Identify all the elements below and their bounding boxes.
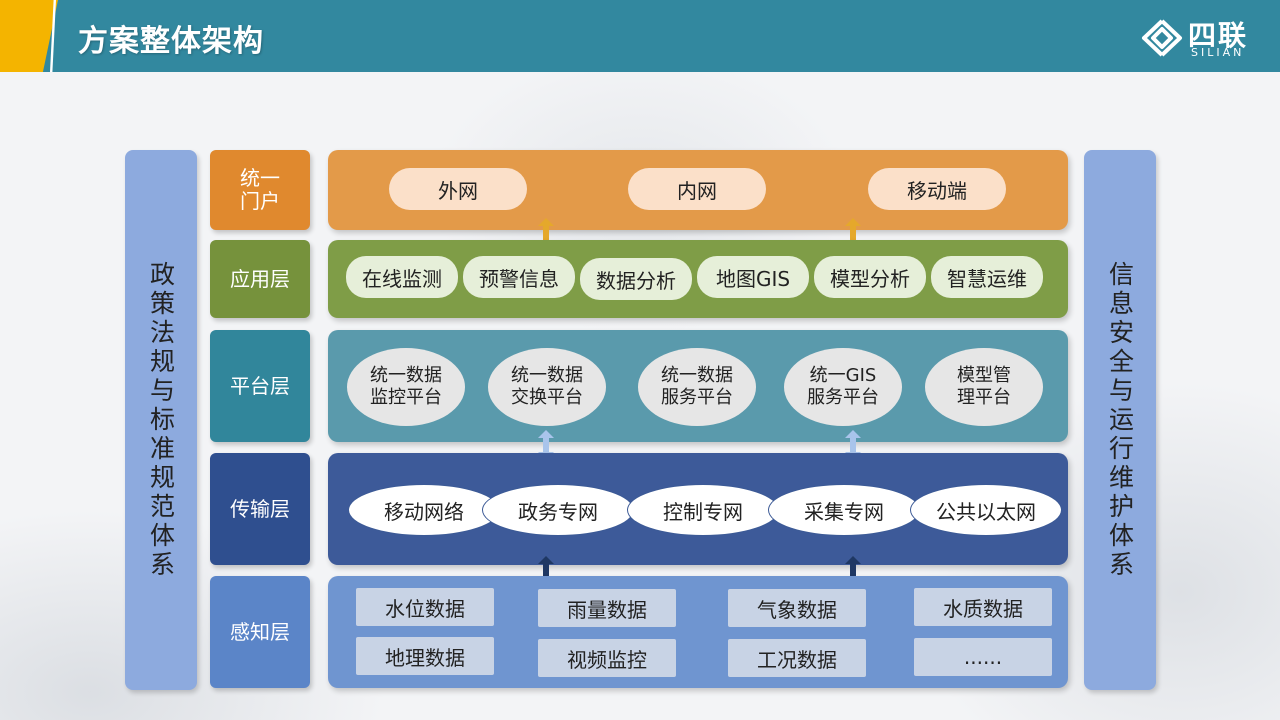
security-ops-bar: 信息安全与运行维护体系: [1084, 150, 1156, 690]
header-bar: 方案整体架构 四联 SILIAN: [0, 0, 1280, 72]
sensing-item-water-quality: 水质数据: [914, 588, 1052, 626]
layer-label-platform: 平台层: [210, 330, 310, 442]
policy-standards-label: 政策法规与标准规范体系: [146, 260, 176, 580]
header-accent-line: [50, 0, 56, 72]
transport-item-control-network: 控制专网: [627, 484, 779, 536]
arrow-platform-transport-left: [538, 430, 554, 460]
arrow-platform-transport-right: [845, 430, 861, 460]
layer-panel-sensing: 水位数据 雨量数据 气象数据 水质数据 地理数据 视频监控 工况数据 .....…: [328, 576, 1068, 688]
sensing-item-weather: 气象数据: [728, 589, 866, 627]
transport-item-ethernet: 公共以太网: [910, 484, 1062, 536]
app-item-smart-ops: 智慧运维: [931, 256, 1043, 298]
layer-panel-portal: 外网 内网 移动端: [328, 150, 1068, 230]
sensing-item-rainfall: 雨量数据: [538, 589, 676, 627]
platform-item-exchange: 统一数据 交换平台: [488, 348, 606, 426]
policy-standards-bar: 政策法规与标准规范体系: [125, 150, 197, 690]
app-item-online-monitoring: 在线监测: [346, 256, 458, 298]
sensing-item-more: ......: [914, 638, 1052, 676]
sensing-label-text: 感知层: [230, 619, 290, 644]
transport-item-gov-network: 政务专网: [482, 484, 634, 536]
security-ops-label: 信息安全与运行维护体系: [1105, 260, 1135, 580]
sensing-item-video: 视频监控: [538, 639, 676, 677]
app-item-warning-info: 预警信息: [463, 256, 575, 298]
app-item-model-analysis: 模型分析: [814, 256, 926, 298]
sensing-item-operating: 工况数据: [728, 639, 866, 677]
layer-label-transport: 传输层: [210, 453, 310, 565]
sensing-item-geo: 地理数据: [356, 637, 494, 675]
platform-item-model: 模型管 理平台: [925, 348, 1043, 426]
portal-label-text: 统一门户: [240, 166, 280, 213]
platform-item-gis: 统一GIS 服务平台: [784, 348, 902, 426]
portal-item-internal: 内网: [628, 168, 766, 210]
transport-item-mobile-network: 移动网络: [348, 484, 500, 536]
logo-text-en: SILIAN: [1191, 46, 1245, 59]
layer-label-application: 应用层: [210, 240, 310, 318]
app-item-map-gis: 地图GIS: [697, 256, 809, 298]
portal-item-external: 外网: [389, 168, 527, 210]
layer-panel-transport: 移动网络 政务专网 控制专网 采集专网 公共以太网: [328, 453, 1068, 565]
logo-text-cn: 四联: [1188, 19, 1249, 52]
application-label-text: 应用层: [230, 266, 290, 291]
platform-item-monitor: 统一数据 监控平台: [347, 348, 465, 426]
logo-icon: [1142, 19, 1182, 57]
layer-panel-application: 在线监测 预警信息 数据分析 地图GIS 模型分析 智慧运维: [328, 240, 1068, 318]
company-logo: 四联 SILIAN: [1140, 14, 1270, 60]
layer-panel-platform: 统一数据 监控平台 统一数据 交换平台 统一数据 服务平台 统一GIS 服务平台…: [328, 330, 1068, 442]
portal-item-mobile: 移动端: [868, 168, 1006, 210]
app-item-data-analysis: 数据分析: [580, 258, 692, 300]
sensing-item-water-level: 水位数据: [356, 588, 494, 626]
page-title: 方案整体架构: [78, 24, 264, 59]
header-accent: [0, 0, 58, 72]
transport-label-text: 传输层: [230, 496, 290, 521]
transport-item-collection-network: 采集专网: [768, 484, 920, 536]
layer-label-portal: 统一门户: [210, 150, 310, 230]
platform-label-text: 平台层: [230, 373, 290, 398]
platform-item-service: 统一数据 服务平台: [638, 348, 756, 426]
layer-label-sensing: 感知层: [210, 576, 310, 688]
